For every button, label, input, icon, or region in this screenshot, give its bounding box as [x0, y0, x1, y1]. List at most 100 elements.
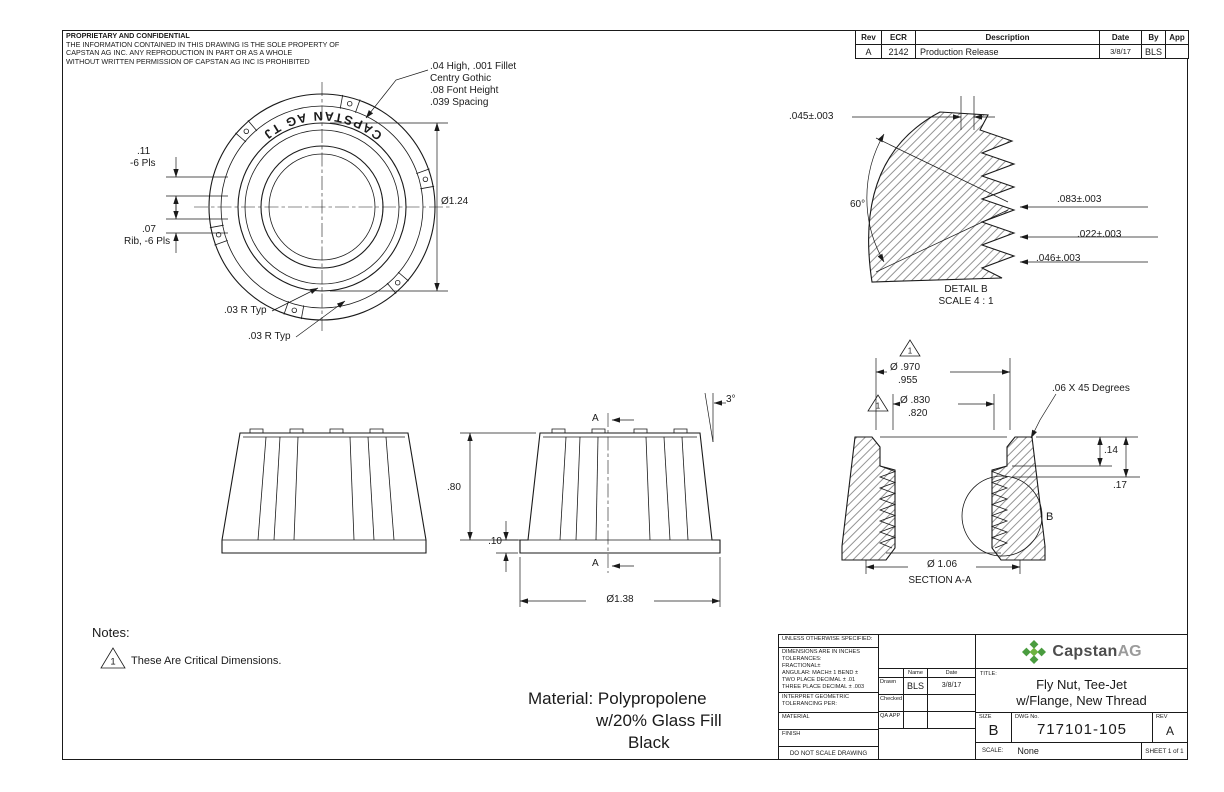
critical-flag-number-2: 1 — [876, 402, 881, 411]
tolerance-notes: DIMENSIONS ARE IN INCHES TOLERANCES: FRA… — [779, 648, 878, 693]
drawing-title-cell: TITLE: Fly Nut, Tee-Jet w/Flange, New Th… — [976, 669, 1187, 713]
dim-bore-dia-upper: Ø .970 — [890, 362, 921, 374]
date-header-2: Date — [945, 670, 958, 676]
app-cell — [1165, 44, 1189, 59]
dim-thread-od: Ø 1.06 — [910, 559, 974, 571]
ecr-header: ECR — [881, 30, 916, 45]
brand-name-secondary: AG — [1117, 642, 1142, 660]
tolerance-line: TWO PLACE DECIMAL ± .01 — [782, 677, 856, 683]
drawing-number-row: SIZE B DWG No. 717101-105 REV A — [976, 713, 1187, 743]
section-view: 1 1 — [841, 339, 1140, 574]
dim-pitch: .083±.003 — [1057, 194, 1102, 205]
title-block: UNLESS OTHERWISE SPECIFIED: DIMENSIONS A… — [778, 634, 1188, 760]
detail-b-dimensions — [852, 96, 1158, 273]
drawing-border — [62, 30, 1188, 760]
revision-table-header-row: Rev ECR Description Date By App — [855, 30, 1189, 45]
drawn-name: BLS — [903, 678, 928, 694]
material-label: MATERIAL — [779, 713, 878, 730]
revision-table-row: A 2142 Production Release 3/8/17 BLS — [855, 44, 1189, 59]
dim-bore-dia-lower: .955 — [898, 375, 918, 387]
dwg-label: DWG No. — [1015, 714, 1039, 720]
front-view-ribs — [559, 436, 689, 541]
sheet-label: SHEET 1 of 1 — [1141, 743, 1187, 759]
dim-rib-width-qty: Rib, -6 Pls — [124, 236, 171, 247]
title-block-main-column: CapstanAG TITLE: Fly Nut, Tee-Jet w/Flan… — [976, 635, 1187, 759]
brand-name-primary: Capstan — [1052, 642, 1118, 660]
qa-row: QA APP — [879, 712, 975, 729]
description-header: Description — [915, 30, 1100, 45]
critical-flag-number-1: 1 — [908, 347, 913, 356]
front-view-dimensions — [460, 392, 726, 607]
thread-profile-left — [878, 465, 897, 549]
drawn-date: 3/8/17 — [941, 682, 962, 689]
name-header: Name — [903, 669, 928, 677]
by-cell: BLS — [1141, 44, 1166, 59]
title-label: TITLE: — [980, 671, 997, 677]
tolerance-line: FRACTIONAL± — [782, 663, 821, 669]
detail-b-circle — [961, 475, 1043, 557]
rev-label: REV — [1156, 714, 1168, 720]
tolerance-line: TOLERANCES: — [782, 656, 822, 662]
rev-cell: A — [855, 44, 882, 59]
section-letter-bottom: A — [592, 558, 599, 569]
section-view-dimensions — [865, 358, 1140, 574]
dim-flange-thickness: .10 — [488, 536, 502, 547]
front-view — [460, 392, 726, 607]
title-block-signoff-column: Name Date Drawn BLS 3/8/17 Checked QA AP… — [879, 635, 976, 759]
size-label: SIZE — [979, 714, 992, 720]
dim-rib-height-qty: -6 Pls — [130, 158, 156, 169]
dwg-number-cell: DWG No. 717101-105 — [1012, 713, 1153, 742]
dim-chamfer: .06 X 45 Degrees — [1052, 383, 1130, 394]
notes-title: Notes: — [92, 625, 130, 640]
rev-value: A — [1165, 724, 1174, 738]
signoff-spacer — [879, 635, 975, 669]
dim-root: .046±.003 — [1036, 253, 1081, 264]
date-header: Date — [1099, 30, 1142, 45]
dim-draft-angle: 3° — [726, 394, 736, 405]
material-note-line-3: Black — [628, 733, 670, 752]
detail-circle-letter: B — [1046, 511, 1054, 523]
drawn-row: Drawn BLS 3/8/17 — [879, 678, 975, 695]
scale-row: SCALE: None SHEET 1 of 1 — [976, 743, 1187, 759]
dim-thread-dia-lower: .820 — [908, 408, 928, 420]
size-cell: SIZE B — [976, 713, 1012, 742]
scale-label: SCALE: — [982, 748, 1004, 754]
by-header: By — [1141, 30, 1166, 45]
rim-rib-features — [209, 94, 435, 320]
signoff-header-row: Name Date — [879, 669, 975, 678]
detail-b-view — [852, 96, 1158, 283]
dim-radius-2: .03 R Typ — [248, 331, 291, 342]
dim-radius-1: .03 R Typ — [224, 305, 267, 316]
dim-flat: .022±.003 — [1077, 229, 1122, 240]
drawn-label: Drawn — [880, 679, 897, 685]
tolerance-line: THREE PLACE DECIMAL ± .003 — [782, 684, 865, 690]
engraving-callout: .04 High, .001 Fillet Centry Gothic .08 … — [430, 61, 517, 108]
critical-flag-triangle-1 — [899, 339, 921, 357]
scale-value: None — [1017, 746, 1039, 756]
qa-label: QA APP — [880, 713, 901, 719]
dim-crest: .045±.003 — [789, 111, 834, 122]
interpret-geometric-note: INTERPRET GEOMETRIC TOLERANCING PER: — [779, 693, 878, 713]
description-cell: Production Release — [915, 44, 1100, 59]
size-value: B — [988, 722, 999, 739]
dim-depth-1: .14 — [1104, 445, 1118, 456]
ecr-cell: 2142 — [881, 44, 916, 59]
revision-table: Rev ECR Description Date By App A 2142 P… — [855, 30, 1189, 59]
date-cell: 3/8/17 — [1099, 44, 1142, 59]
dim-depth-2: .17 — [1113, 480, 1127, 491]
notes-flag-number: 1 — [110, 657, 115, 668]
dim-rib-height: .11 — [137, 146, 151, 157]
capstanag-logo-icon — [1022, 639, 1047, 664]
do-not-scale-note: DO NOT SCALE DRAWING — [789, 749, 868, 757]
proprietary-body: THE INFORMATION CONTAINED IN THIS DRAWIN… — [66, 39, 340, 66]
dim-flange-dia: Ø1.38 — [588, 594, 652, 606]
drawing-title-line-1: Fly Nut, Tee-Jet — [1036, 677, 1127, 692]
unless-otherwise-note: UNLESS OTHERWISE SPECIFIED: — [779, 635, 878, 648]
section-label: SECTION A-A — [908, 575, 972, 586]
side-view-ribs — [257, 436, 395, 541]
top-view: CAPSTAN AG TJ — [166, 69, 452, 338]
rev-cell-block: REV A — [1153, 713, 1187, 742]
rev-header: Rev — [855, 30, 882, 45]
